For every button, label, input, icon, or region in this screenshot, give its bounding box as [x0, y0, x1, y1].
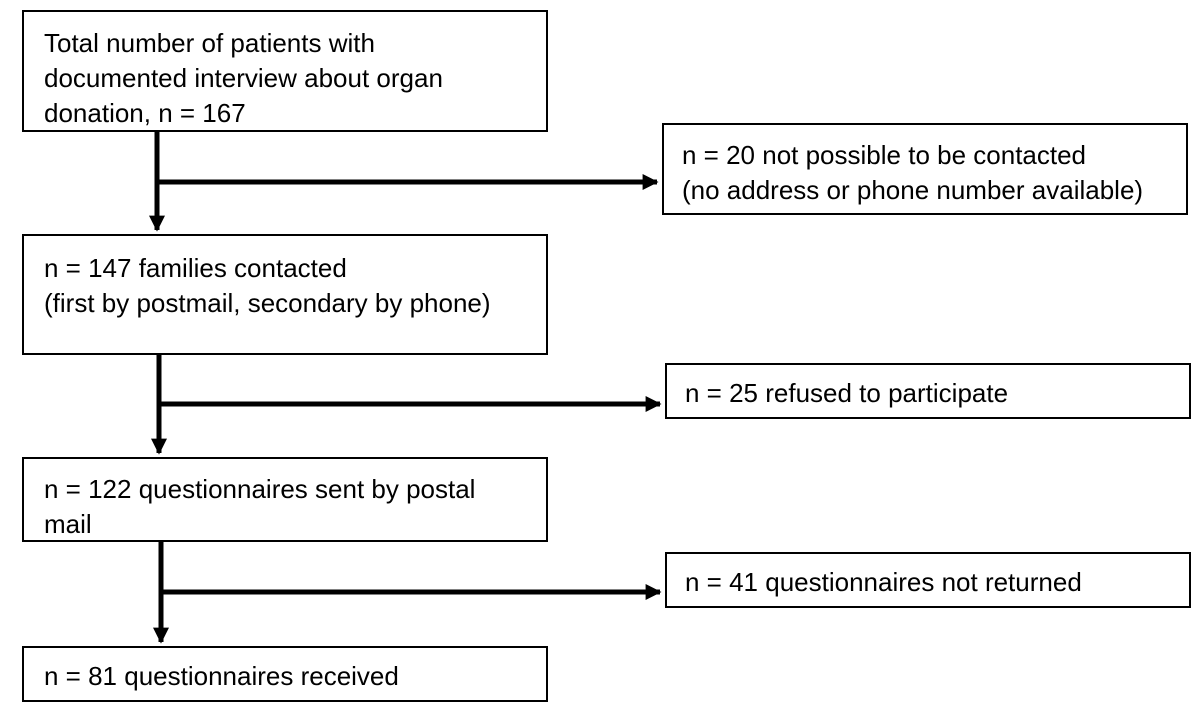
- box-families-contacted: n = 147 families contacted (first by pos…: [22, 234, 548, 355]
- box-questionnaires-sent: n = 122 questionnaires sent by postal ma…: [22, 457, 548, 542]
- box-not-contactable: n = 20 not possible to be contacted (no …: [662, 123, 1188, 215]
- box-refused: n = 25 refused to participate: [665, 363, 1191, 419]
- box-total-patients: Total number of patients with documented…: [22, 10, 548, 132]
- box-not-returned: n = 41 questionnaires not returned: [665, 552, 1191, 608]
- box-questionnaires-received: n = 81 questionnaires received: [22, 646, 548, 702]
